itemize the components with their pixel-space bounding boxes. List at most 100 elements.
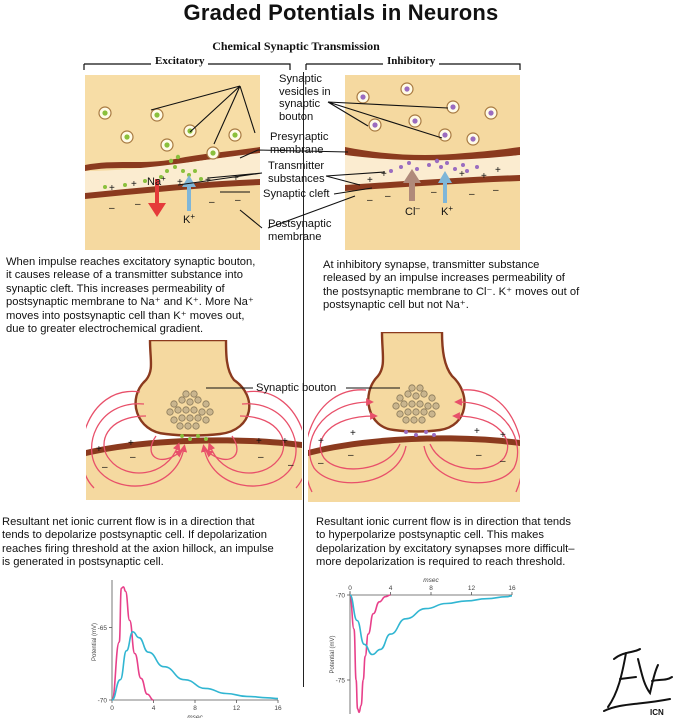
svg-text:+: + bbox=[367, 175, 373, 186]
svg-text:+: + bbox=[459, 169, 465, 180]
svg-text:ICN: ICN bbox=[650, 708, 664, 717]
na-influx-arrow bbox=[148, 179, 166, 217]
excitatory-heading: Excitatory bbox=[151, 55, 209, 67]
svg-text:+: + bbox=[177, 177, 183, 188]
svg-text:+: + bbox=[495, 165, 501, 176]
y-tick-label: -75 bbox=[336, 678, 346, 685]
series-line-0 bbox=[349, 594, 391, 714]
k-ion-label: K+ bbox=[183, 212, 195, 226]
synaptic-vesicles-label: Synaptic vesicles in synaptic bouton bbox=[279, 73, 331, 123]
svg-text:–: – bbox=[431, 187, 437, 198]
vesicle-cluster bbox=[392, 384, 440, 424]
svg-text:–: – bbox=[258, 452, 264, 463]
svg-text:–: – bbox=[235, 195, 241, 206]
y-axis-label: Potential (mV) bbox=[92, 623, 98, 661]
svg-text:+: + bbox=[474, 426, 480, 437]
synaptic-bouton bbox=[367, 332, 466, 433]
excitatory-synapse-illustration: +++++ –––– Na+ K+ bbox=[85, 75, 260, 250]
x-tick-label: 8 bbox=[193, 705, 197, 712]
synaptic-vesicles bbox=[98, 106, 242, 160]
transmitter-dots bbox=[389, 158, 479, 173]
svg-text:–: – bbox=[288, 460, 294, 471]
postsynaptic-membrane bbox=[308, 435, 520, 456]
epsp-chart: 0 4 8 12 16 -65 -70 msec Potential (mV) bbox=[92, 580, 282, 718]
synaptic-bouton-label: Synaptic bouton bbox=[256, 382, 337, 394]
transmitter-dots bbox=[404, 430, 436, 437]
inhibitory-heading: Inhibitory bbox=[383, 55, 440, 67]
svg-text:–: – bbox=[367, 195, 373, 206]
x-tick-label: 4 bbox=[389, 585, 393, 592]
x-axis-label: msec bbox=[423, 577, 439, 584]
y-tick-label: -70 bbox=[98, 698, 108, 705]
y-tick-label: -70 bbox=[336, 593, 346, 600]
inhibitory-current-flow-illustration: + + + + – – – – bbox=[308, 332, 520, 502]
transmitter-dots bbox=[103, 154, 203, 189]
x-tick-label: 16 bbox=[508, 585, 516, 592]
x-tick-label: 16 bbox=[274, 705, 282, 712]
current-flow-lines bbox=[86, 390, 302, 489]
x-tick-label: 12 bbox=[233, 705, 241, 712]
section-subtitle: Chemical Synaptic Transmission bbox=[212, 39, 380, 53]
excitatory-result: Resultant net ionic current flow is in a… bbox=[2, 516, 274, 569]
postsynaptic-membrane bbox=[345, 175, 520, 191]
svg-text:+: + bbox=[282, 436, 288, 447]
svg-text:–: – bbox=[318, 458, 324, 469]
x-tick-label: 12 bbox=[468, 585, 476, 592]
excitatory-description: When impulse reaches excitatory synaptic… bbox=[6, 256, 256, 336]
series-line-1 bbox=[349, 594, 513, 656]
svg-text:–: – bbox=[109, 203, 115, 214]
postsynaptic-membrane-label: Postsynaptic membrane bbox=[268, 218, 332, 243]
transmitter-dots bbox=[180, 434, 208, 441]
cl-influx-arrow bbox=[403, 169, 421, 201]
y-tick-label: -65 bbox=[98, 625, 108, 632]
svg-text:+: + bbox=[500, 430, 506, 441]
center-divider bbox=[303, 72, 305, 687]
svg-text:–: – bbox=[493, 185, 499, 196]
synaptic-vesicles bbox=[356, 82, 498, 146]
cl-ion-label: Cl– bbox=[405, 204, 420, 218]
vesicle-cluster bbox=[166, 390, 214, 430]
svg-text:+: + bbox=[233, 173, 239, 184]
svg-text:+: + bbox=[350, 428, 356, 439]
x-axis-label: msec bbox=[187, 714, 203, 718]
k-ion-label: K+ bbox=[441, 204, 453, 218]
na-ion-label: Na+ bbox=[147, 174, 166, 188]
synaptic-cleft-label: Synaptic cleft bbox=[263, 188, 330, 200]
svg-text:–: – bbox=[348, 450, 354, 461]
x-tick-label: 8 bbox=[429, 585, 433, 592]
svg-text:+: + bbox=[381, 169, 387, 180]
postsynaptic-membrane bbox=[85, 179, 260, 199]
svg-text:–: – bbox=[500, 456, 506, 467]
svg-text:–: – bbox=[130, 452, 136, 463]
membrane-charges: + + + + – – – – bbox=[318, 426, 506, 469]
svg-text:–: – bbox=[476, 450, 482, 461]
transmitter-substances-label: Transmitter substances bbox=[268, 160, 325, 185]
label-leader-lines bbox=[150, 85, 449, 229]
page-title: Graded Potentials in Neurons bbox=[183, 0, 499, 25]
svg-text:–: – bbox=[469, 189, 475, 200]
svg-text:–: – bbox=[102, 462, 108, 473]
svg-text:+: + bbox=[131, 179, 137, 190]
excitatory-current-flow-illustration: ++++ –––– bbox=[86, 340, 302, 500]
inhibitory-result: Resultant ionic current flow is in direc… bbox=[316, 516, 575, 569]
svg-text:–: – bbox=[385, 191, 391, 202]
svg-text:+: + bbox=[318, 436, 324, 447]
y-axis-label: Potential (mV) bbox=[330, 635, 336, 673]
current-flow-lines bbox=[308, 389, 520, 493]
svg-text:+: + bbox=[256, 436, 262, 447]
x-tick-label: 0 bbox=[110, 705, 114, 712]
svg-text:+: + bbox=[109, 183, 115, 194]
series-line-1 bbox=[111, 630, 279, 701]
postsynaptic-membrane bbox=[86, 437, 302, 456]
k-efflux-arrow bbox=[438, 171, 452, 203]
svg-text:–: – bbox=[135, 199, 141, 210]
svg-text:+: + bbox=[481, 171, 487, 182]
svg-text:–: – bbox=[209, 197, 215, 208]
presynaptic-membrane-label: Presynaptic membrane bbox=[270, 131, 329, 156]
inhibitory-description: At inhibitory synapse, transmitter subst… bbox=[323, 259, 580, 312]
x-tick-label: 4 bbox=[152, 705, 156, 712]
svg-text:+: + bbox=[96, 444, 102, 455]
bouton-leader-lines bbox=[206, 387, 400, 389]
artist-signature: ICN bbox=[603, 648, 673, 717]
